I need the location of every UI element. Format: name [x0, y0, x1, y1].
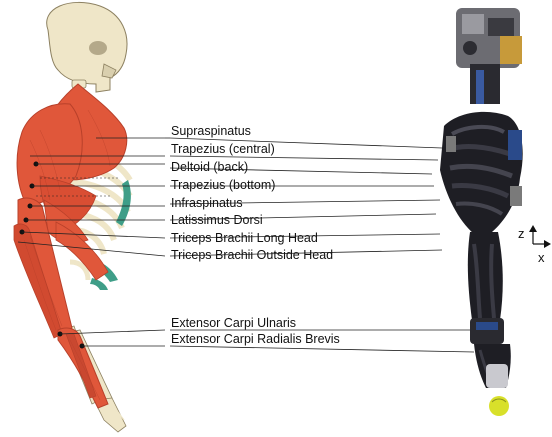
label-deltoid-back: Deltoid (back) — [171, 160, 248, 174]
label-trapezius-central: Trapezius (central) — [171, 142, 275, 156]
label-extensor-carpi-ulnaris: Extensor Carpi Ulnaris — [171, 316, 296, 330]
skull-icon — [47, 2, 127, 92]
axis-x-label: x — [538, 250, 545, 265]
anatomical-arm-illustration — [14, 2, 131, 432]
label-infraspinatus: Infraspinatus — [171, 196, 243, 210]
label-supraspinatus: Supraspinatus — [171, 124, 251, 138]
label-latissimus-dorsi: Latissimus Dorsi — [171, 213, 263, 227]
axis-indicator — [529, 225, 551, 248]
label-extensor-carpi-radialis-brevis: Extensor Carpi Radialis Brevis — [171, 332, 340, 346]
muscle-layer — [14, 84, 127, 408]
label-triceps-long-head: Triceps Brachii Long Head — [171, 231, 318, 245]
robot-arm-photo — [440, 8, 523, 416]
axis-z-label: z — [518, 226, 525, 241]
label-triceps-outside-head: Triceps Brachii Outside Head — [171, 248, 333, 262]
label-trapezius-bottom: Trapezius (bottom) — [171, 178, 275, 192]
